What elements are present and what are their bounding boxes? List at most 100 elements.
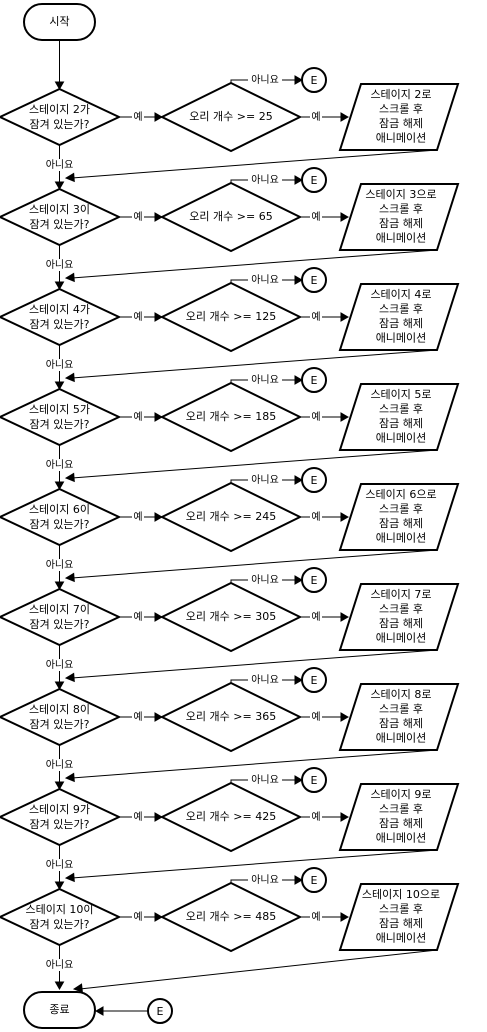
edge-count-yes-label-6: 예 bbox=[311, 611, 320, 623]
edge-locked-no-arrow-7 bbox=[54, 781, 65, 791]
edge-locked-yes-label-6: 예 bbox=[133, 611, 142, 623]
decision-duck-count-text: 오리 개수 >= 485 bbox=[186, 910, 276, 923]
edge-count-no-arrow-4 bbox=[294, 375, 304, 385]
edge-count-no-label-7-bg bbox=[248, 674, 282, 686]
edge-locked-yes-label-1-bg bbox=[132, 111, 144, 123]
edge-count-yes-arrow-7 bbox=[340, 712, 350, 722]
edge-locked-no-label-1: 아니요 bbox=[46, 159, 74, 171]
end-label: 종료 bbox=[49, 1003, 69, 1016]
decision-duck-count-2: 오리 개수 >= 65 bbox=[159, 181, 303, 253]
edge-count-yes-label-9: 예 bbox=[311, 911, 320, 923]
edge-start-to-check-1-arrow bbox=[54, 81, 65, 91]
decision-duck-count-shape bbox=[159, 781, 303, 853]
decision-stage-locked-shape bbox=[0, 387, 122, 447]
exit-connector-1: E bbox=[301, 67, 327, 93]
action-unlock-line-4: 애니메이션 bbox=[376, 132, 427, 145]
action-unlock-line-4: 애니메이션 bbox=[376, 832, 427, 845]
edge-action-next-arrow-1 bbox=[64, 172, 75, 183]
decision-stage-locked-line-1: 스테이지 2가 bbox=[29, 103, 90, 116]
decision-stage-locked-shape bbox=[0, 687, 122, 747]
edge-action-next-4 bbox=[71, 449, 438, 479]
edge-locked-yes-arrow-8 bbox=[154, 812, 164, 822]
end-node: 종료 bbox=[23, 991, 96, 1029]
decision-stage-locked-shape bbox=[0, 87, 122, 147]
action-unlock-line-1: 스테이지 8로 bbox=[370, 688, 431, 701]
edge-count-no-label-8-bg bbox=[248, 774, 282, 786]
decision-stage-locked-line-1: 스테이지 5가 bbox=[29, 403, 90, 416]
decision-duck-count-shape bbox=[159, 81, 303, 153]
decision-stage-locked-line-2: 잠겨 있는가? bbox=[30, 218, 90, 231]
decision-duck-count-text: 오리 개수 >= 305 bbox=[186, 610, 276, 623]
edge-count-no-label-9: 아니요 bbox=[251, 874, 279, 886]
edge-count-yes-label-7: 예 bbox=[311, 711, 320, 723]
decision-stage-locked-line-2: 잠겨 있는가? bbox=[30, 818, 90, 831]
edge-count-yes-label-1: 예 bbox=[311, 111, 320, 123]
exit-connector-label: E bbox=[311, 674, 318, 687]
edge-action-next-arrow-4 bbox=[64, 472, 75, 483]
action-unlock-line-3: 잠금 해제 bbox=[379, 416, 423, 430]
edge-count-no-label-1: 아니요 bbox=[251, 74, 279, 86]
edge-locked-yes-label-8: 예 bbox=[133, 811, 142, 823]
decision-stage-locked-shape bbox=[0, 187, 122, 247]
edge-count-yes-arrow-3 bbox=[340, 312, 350, 322]
edge-count-no-arrow-8 bbox=[294, 775, 304, 785]
action-unlock-line-3: 잠금 해제 bbox=[379, 316, 423, 330]
exit-connector-4: E bbox=[301, 367, 327, 393]
edge-action-next-arrow-7 bbox=[64, 772, 75, 783]
decision-stage-locked-line-2: 잠겨 있는가? bbox=[30, 618, 90, 631]
edge-count-yes-label-5-bg bbox=[310, 511, 322, 523]
action-unlock-line-4: 애니메이션 bbox=[376, 632, 427, 645]
edge-count-no-arrow-1 bbox=[294, 75, 304, 85]
edge-locked-yes-label-6-bg bbox=[132, 611, 144, 623]
edge-action-next-6 bbox=[71, 649, 438, 679]
edge-locked-no-arrow-2 bbox=[54, 281, 65, 291]
edge-locked-no-label-3: 아니요 bbox=[46, 359, 74, 371]
decision-duck-count-shape bbox=[159, 481, 303, 553]
edge-locked-no-arrow-6 bbox=[54, 681, 65, 691]
decision-stage-locked-line-2: 잠겨 있는가? bbox=[30, 518, 90, 531]
edge-action-next-arrow-3 bbox=[64, 372, 75, 383]
action-unlock-line-2: 스크롤 후 bbox=[379, 903, 423, 916]
edge-count-yes-label-8: 예 bbox=[311, 811, 320, 823]
edge-locked-no-label-7: 아니요 bbox=[46, 759, 74, 771]
edge-count-yes-label-4-bg bbox=[310, 411, 322, 423]
edge-count-no-arrow-3 bbox=[294, 275, 304, 285]
decision-duck-count-text: 오리 개수 >= 125 bbox=[186, 310, 276, 323]
edge-action-next-5 bbox=[71, 549, 438, 579]
decision-duck-count-text: 오리 개수 >= 65 bbox=[189, 210, 272, 223]
edge-action-next-arrow-2 bbox=[64, 272, 75, 283]
edge-count-yes-label-5: 예 bbox=[311, 511, 320, 523]
decision-stage-locked-line-1: 스테이지 8이 bbox=[29, 703, 90, 716]
edge-locked-no-label-6-bg bbox=[42, 659, 77, 671]
decision-stage-locked-line-2: 잠겨 있는가? bbox=[30, 918, 90, 931]
edge-locked-no-label-9: 아니요 bbox=[46, 959, 74, 971]
edge-count-no-arrow-2 bbox=[294, 175, 304, 185]
edge-count-yes-label-8-bg bbox=[310, 811, 322, 823]
edge-locked-no-label-4-bg bbox=[42, 459, 77, 471]
decision-duck-count-3: 오리 개수 >= 125 bbox=[159, 281, 303, 353]
edge-action-next-arrow-9 bbox=[72, 983, 83, 993]
exit-connector-label: E bbox=[311, 374, 318, 387]
action-unlock-line-3: 잠금 해제 bbox=[379, 716, 423, 730]
exit-connector-7: E bbox=[301, 667, 327, 693]
entry-connector-end: E bbox=[147, 998, 173, 1024]
action-unlock-line-3: 잠금 해제 bbox=[379, 916, 423, 930]
edge-locked-yes-label-7-bg bbox=[132, 711, 144, 723]
edge-locked-yes-arrow-6 bbox=[154, 612, 164, 622]
decision-duck-count-1: 오리 개수 >= 25 bbox=[159, 81, 303, 153]
edge-locked-yes-label-1: 예 bbox=[133, 111, 142, 123]
edge-count-yes-label-6-bg bbox=[310, 611, 322, 623]
action-unlock-line-2: 스크롤 후 bbox=[379, 603, 423, 616]
exit-connector-label: E bbox=[311, 474, 318, 487]
decision-stage-locked-line-1: 스테이지 7이 bbox=[29, 603, 90, 616]
decision-duck-count-shape bbox=[159, 381, 303, 453]
action-unlock-line-1: 스테이지 5로 bbox=[370, 388, 431, 401]
edge-locked-yes-label-3-bg bbox=[132, 311, 144, 323]
